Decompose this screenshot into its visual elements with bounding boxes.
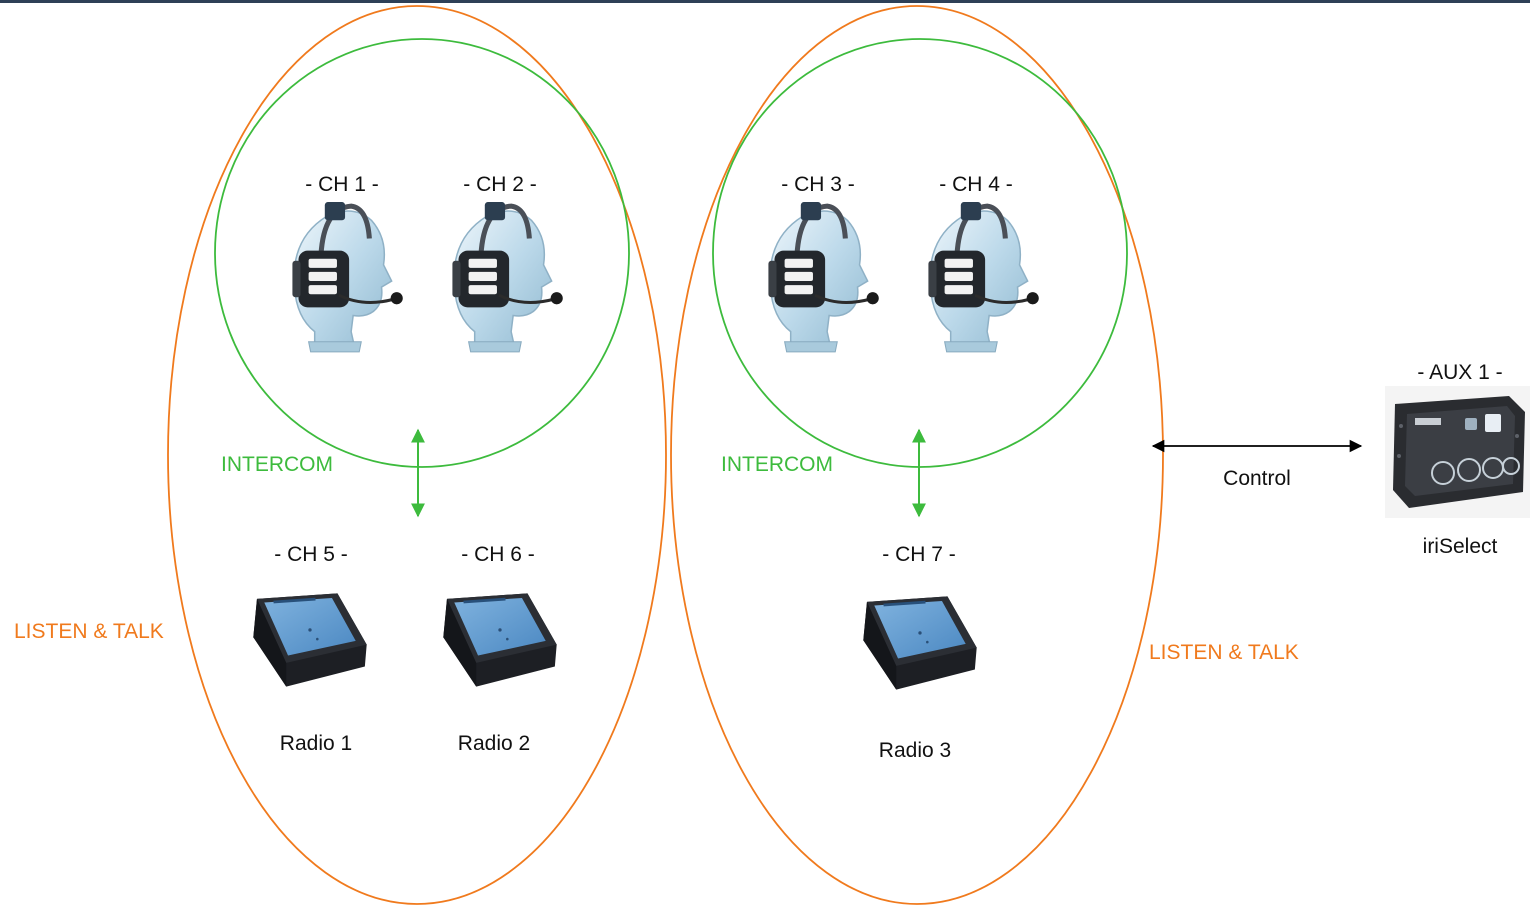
- headset-channel-label: - CH 2 -: [463, 173, 537, 196]
- radio-channel-label: - CH 5 -: [274, 543, 348, 566]
- header-bar: [0, 0, 1530, 3]
- listen-talk-label: LISTEN & TALK: [1149, 641, 1299, 664]
- intercom-label: INTERCOM: [721, 453, 833, 476]
- control-label: Control: [1223, 467, 1291, 490]
- radio-interface-box-icon: [856, 588, 984, 698]
- radio-interface-box-icon: [436, 585, 564, 695]
- aux-channel-label: - AUX 1 -: [1417, 361, 1503, 384]
- headset-channel-label: - CH 1 -: [305, 173, 379, 196]
- radio-channel-label: - CH 7 -: [882, 543, 956, 566]
- headset-channel-label: - CH 3 -: [781, 173, 855, 196]
- aux-device-name: iriSelect: [1422, 535, 1498, 558]
- headset-on-head-icon: [910, 198, 1042, 360]
- intercom-label: INTERCOM: [221, 453, 333, 476]
- radio-name: Radio 3: [878, 739, 952, 762]
- headset-channel-label: - CH 4 -: [939, 173, 1013, 196]
- radio-channel-label: - CH 6 -: [461, 543, 535, 566]
- headset-on-head-icon: [750, 198, 882, 360]
- radio-name: Radio 2: [457, 732, 531, 755]
- headset-on-head-icon: [434, 198, 566, 360]
- iriselect-controller-icon: [1385, 386, 1530, 518]
- radio-interface-box-icon: [246, 585, 374, 695]
- listen-talk-ellipse-2: [670, 5, 1164, 905]
- listen-talk-ellipse-1: [167, 5, 667, 905]
- headset-on-head-icon: [274, 198, 406, 360]
- listen-talk-label: LISTEN & TALK: [14, 620, 164, 643]
- radio-name: Radio 1: [279, 732, 353, 755]
